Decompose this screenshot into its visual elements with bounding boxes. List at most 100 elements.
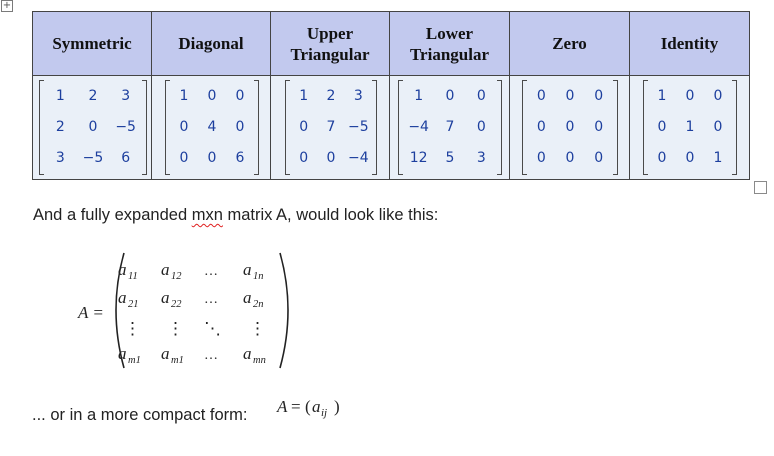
table-move-handle-icon[interactable]: + [1, 0, 13, 12]
caption-before: And a fully expanded [33, 206, 192, 224]
expanded-matrix-entry: … [204, 264, 218, 279]
matrix-entry: 0 [207, 150, 217, 166]
column-header: Identity [629, 11, 750, 76]
matrix-entry: 0 [326, 150, 336, 166]
matrix-entry: 0 [476, 119, 486, 135]
matrix-entry: 6 [235, 150, 245, 166]
matrix-entry: 0 [536, 119, 546, 135]
matrix-entry: 0 [594, 119, 604, 135]
compact-entry-base: a [312, 397, 321, 416]
matrix-entry: 6 [121, 150, 131, 166]
matrix-entry: 0 [565, 150, 575, 166]
entry-subscript: 1n [253, 271, 264, 282]
compact-equals: = [291, 397, 301, 416]
right-bracket [732, 80, 737, 175]
matrix-entry: 0 [657, 150, 667, 166]
expanded-matrix-entry: a [161, 260, 170, 279]
matrix-entry: 0 [536, 150, 546, 166]
expanded-matrix-entry: ⋮ [124, 319, 141, 338]
matrix-entry: 1 [55, 88, 65, 104]
compact-form-text: ... or in a more compact form: [32, 406, 248, 424]
matrix-entry: 1 [713, 150, 723, 166]
expanded-matrix-entry: … [204, 348, 218, 363]
column-header-line: Triangular [409, 44, 490, 64]
matrix-entry: −4 [348, 150, 369, 166]
table-resize-handle[interactable] [754, 181, 767, 194]
compact-entry-subscript: ij [321, 407, 327, 419]
column-header-line: Triangular [290, 44, 370, 64]
compact-close-paren: ) [334, 397, 340, 416]
matrix-entry: 3 [476, 150, 486, 166]
right-bracket [372, 80, 377, 175]
matrix-entry: 2 [55, 119, 65, 135]
column-header-line: Diagonal [178, 34, 244, 53]
left-bracket [39, 80, 44, 175]
left-paren [115, 252, 125, 369]
matrix-entry: 1 [179, 88, 189, 104]
expanded-matrix-entry: a [118, 260, 127, 279]
expanded-matrix-entry: a [161, 344, 170, 363]
left-bracket [522, 80, 527, 175]
entry-subscript: mn [253, 355, 266, 366]
compact-lhs: A [276, 397, 288, 416]
column-header-line: Upper [306, 23, 354, 43]
entry-subscript: 21 [128, 299, 139, 310]
matrix-entry: 0 [88, 119, 98, 135]
caption-after: matrix A, would look like this: [222, 206, 439, 224]
expanded-matrix-entry: a [118, 288, 127, 307]
matrix-entry: 0 [685, 150, 695, 166]
entry-subscript: m1 [171, 355, 184, 366]
matrix-entry: 0 [179, 119, 189, 135]
matrix-entry: 7 [445, 119, 455, 135]
column-header-line: Identity [660, 34, 719, 53]
right-bracket [254, 80, 259, 175]
expanded-matrix-entry: … [204, 292, 218, 307]
matrix-entry: 5 [445, 150, 455, 166]
matrix-entry: 0 [299, 119, 309, 135]
misspelled-word[interactable]: mxn [191, 206, 223, 224]
matrix-entry: −5 [82, 150, 104, 166]
matrix-entry: 3 [353, 88, 363, 104]
column-header-line: Lower [425, 23, 474, 43]
left-bracket [398, 80, 403, 175]
expanded-matrix-entry: ⋮ [249, 319, 266, 338]
left-bracket [643, 80, 648, 175]
matrix-entry: 0 [594, 88, 604, 104]
expanded-matrix-entry: a [243, 344, 252, 363]
matrix-entry: 0 [476, 88, 486, 104]
matrix-entry: 0 [536, 88, 546, 104]
matrix-entry: 1 [685, 119, 695, 135]
right-bracket [497, 80, 502, 175]
right-bracket [142, 80, 147, 175]
matrix-entry: 0 [235, 119, 245, 135]
entry-subscript: 11 [128, 271, 138, 282]
caption-text: And a fully expanded mxn matrix A, would… [33, 206, 438, 225]
column-header: Diagonal [151, 11, 271, 76]
expanded-matrix-entry: a [243, 288, 252, 307]
matrix-entry: 0 [299, 150, 309, 166]
expanded-matrix-entry: a [161, 288, 170, 307]
matrix-entry: 0 [565, 119, 575, 135]
matrix-entry: 12 [409, 150, 428, 166]
matrix-entry: 7 [326, 119, 336, 135]
column-header-line: Zero [552, 34, 587, 53]
matrix-entry: 0 [179, 150, 189, 166]
matrix-entry: 4 [207, 119, 217, 135]
matrix-entry: 2 [88, 88, 98, 104]
column-header-line: Symmetric [52, 34, 132, 53]
matrix-entry: 0 [713, 88, 723, 104]
